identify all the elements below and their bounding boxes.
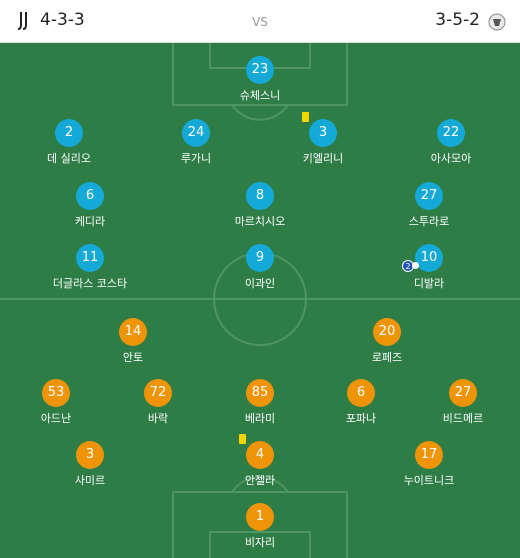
player-number: 2 [55, 119, 83, 147]
yellow-card-icon [239, 434, 246, 444]
away-player[interactable]: 20 로페즈 [327, 318, 447, 365]
player-number: 11 [76, 244, 104, 272]
pitch: 23 슈체스니 2 데 실리오 24 루가니 3 키엘리니 22 아사모아 6 … [0, 43, 520, 558]
player-name: 누이트니크 [403, 474, 455, 487]
player-name: 비드메르 [442, 412, 484, 425]
player-number: 3 [302, 112, 337, 147]
player-name: 루가니 [180, 152, 212, 165]
home-player[interactable]: 23 슈체스니 [200, 56, 320, 103]
player-number: 20 [373, 318, 401, 346]
player-number: 9 [246, 244, 274, 272]
home-player[interactable]: 27 스투라로 [369, 182, 489, 229]
player-number-text: 3 [318, 125, 328, 140]
player-number: 3 [76, 441, 104, 469]
away-player[interactable]: 14 안토 [73, 318, 193, 365]
player-number: 17 [415, 441, 443, 469]
player-name: 포파나 [345, 412, 377, 425]
yellow-card-icon [302, 112, 309, 122]
player-number: 24 [182, 119, 210, 147]
away-player[interactable]: 1 비자리 [200, 503, 320, 550]
player-name: 이과인 [244, 277, 276, 290]
player-name: 로페즈 [371, 351, 403, 364]
home-player[interactable]: 22 아사모아 [391, 119, 511, 166]
player-name: 바락 [147, 412, 169, 425]
home-player[interactable]: 9 이과인 [200, 244, 320, 291]
home-player[interactable]: 10 2 디발라 [369, 244, 489, 291]
away-formation: 3-5-2 [435, 10, 480, 30]
away-player[interactable]: 72 바락 [98, 379, 218, 426]
player-number: 1 [246, 503, 274, 531]
player-number: 4 [239, 434, 274, 469]
player-number: 6 [347, 379, 375, 407]
player-name: 안젤라 [244, 474, 276, 487]
player-name: 디발라 [413, 277, 445, 290]
player-number: 72 [144, 379, 172, 407]
home-player[interactable]: 24 루가니 [136, 119, 256, 166]
match-header: 4-3-3 VS 3-5-2 [0, 0, 520, 43]
player-name: 베라미 [244, 412, 276, 425]
player-name: 슈체스니 [239, 89, 281, 102]
player-number: 22 [437, 119, 465, 147]
away-player[interactable]: 6 포파나 [301, 379, 421, 426]
player-number: 14 [119, 318, 147, 346]
player-name: 비자리 [244, 536, 276, 549]
away-player[interactable]: 85 베라미 [200, 379, 320, 426]
home-player[interactable]: 3 키엘리니 [263, 112, 383, 166]
player-name: 아사모아 [430, 152, 472, 165]
home-player[interactable]: 11 더글라스 코스타 [30, 244, 150, 291]
player-name: 아드난 [40, 412, 72, 425]
player-name: 더글라스 코스타 [52, 277, 128, 290]
player-number: 85 [246, 379, 274, 407]
player-name: 케디라 [74, 215, 106, 228]
player-number: 27 [415, 182, 443, 210]
away-player[interactable]: 53 아드난 [0, 379, 116, 426]
home-player[interactable]: 2 데 실리오 [9, 119, 129, 166]
player-name: 데 실리오 [47, 152, 91, 165]
player-number: 27 [449, 379, 477, 407]
vs-label: VS [252, 15, 268, 29]
player-number: 8 [246, 182, 274, 210]
home-formation: 4-3-3 [40, 10, 85, 30]
player-name: 사미르 [74, 474, 106, 487]
away-player[interactable]: 3 사미르 [30, 441, 150, 488]
player-number: 23 [246, 56, 274, 84]
home-player[interactable]: 8 마르치시오 [200, 182, 320, 229]
player-number-text: 10 [420, 250, 438, 265]
juventus-logo-icon[interactable] [16, 11, 32, 31]
home-player[interactable]: 6 케디라 [30, 182, 150, 229]
ball-icon [412, 262, 419, 269]
player-name: 스투라로 [408, 215, 450, 228]
player-number: 10 2 [402, 244, 443, 272]
player-number: 6 [76, 182, 104, 210]
away-player[interactable]: 27 비드메르 [403, 379, 520, 426]
away-player[interactable]: 17 누이트니크 [369, 441, 489, 488]
udinese-logo-icon[interactable] [488, 13, 506, 31]
player-number-text: 4 [255, 447, 265, 462]
player-name: 마르치시오 [234, 215, 286, 228]
player-name: 안토 [122, 351, 144, 364]
player-number: 53 [42, 379, 70, 407]
away-player[interactable]: 4 안젤라 [200, 434, 320, 488]
player-name: 키엘리니 [302, 152, 344, 165]
